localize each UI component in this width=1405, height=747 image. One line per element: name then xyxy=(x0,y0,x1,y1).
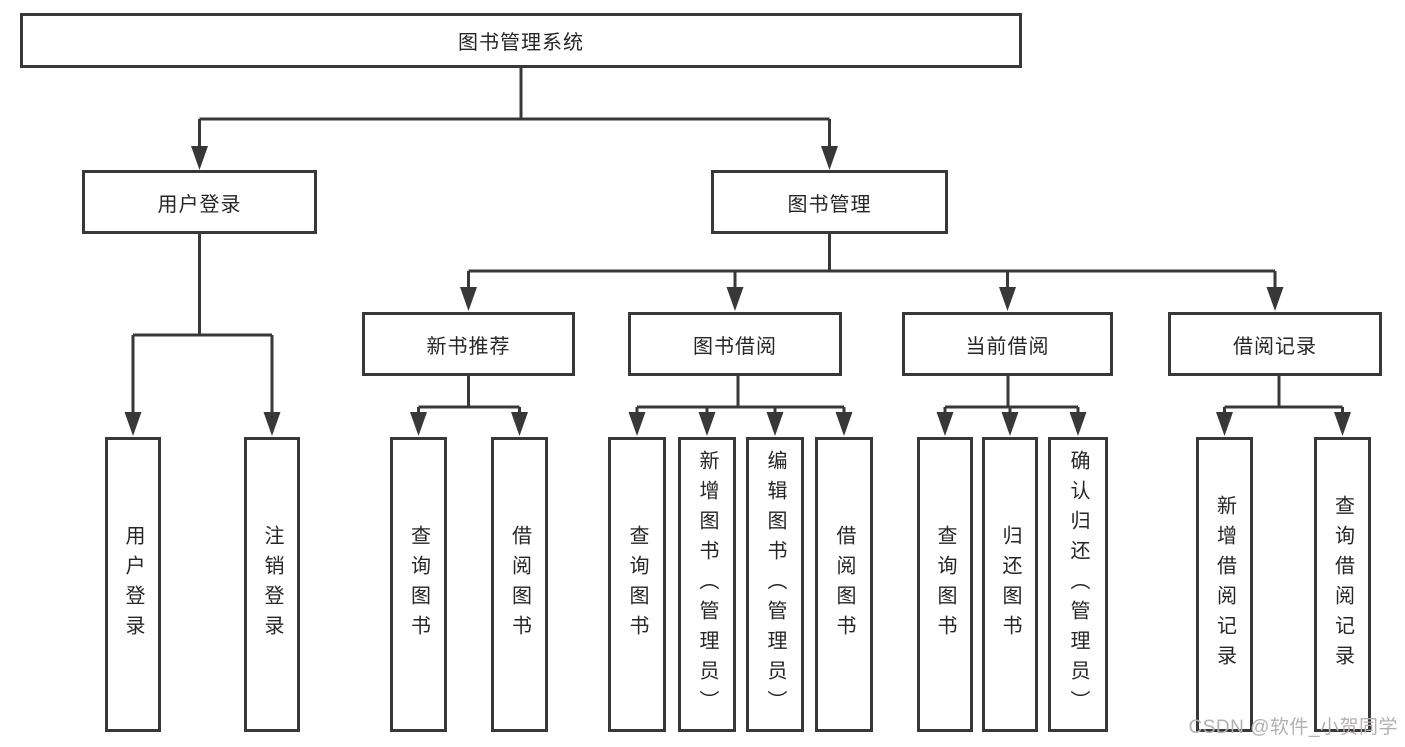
leaf-current-query-books: 查询图书 xyxy=(917,437,973,732)
leaf-borrowing-edit-books-admin: 编辑图书（管理员） xyxy=(746,437,804,732)
leaf-current-confirm-return-admin-label: 确认归还（管理员） xyxy=(1067,449,1089,720)
leaf-borrowing-query-books-label: 查询图书 xyxy=(626,524,648,645)
node-user-login: 用户登录 xyxy=(82,170,317,234)
leaf-current-query-books-label: 查询图书 xyxy=(934,524,956,645)
leaf-records-query-record: 查询借阅记录 xyxy=(1314,437,1371,732)
leaf-borrowing-borrow-books: 借阅图书 xyxy=(815,437,873,732)
node-current-borrowing-label: 当前借阅 xyxy=(965,335,1050,358)
csdn-watermark: CSDN @软件_小贺同学 xyxy=(1188,717,1398,738)
node-book-borrowing: 图书借阅 xyxy=(628,312,842,376)
leaf-recommend-borrow-books: 借阅图书 xyxy=(491,437,548,732)
leaf-user-login: 用户登录 xyxy=(105,437,161,732)
leaf-user-login-label: 用户登录 xyxy=(122,524,144,645)
node-book-management: 图书管理 xyxy=(711,170,948,234)
leaf-records-add-record-label: 新增借阅记录 xyxy=(1213,494,1236,675)
node-book-borrowing-label: 图书借阅 xyxy=(693,335,777,358)
leaf-current-return-books-label: 归还图书 xyxy=(999,524,1021,645)
leaf-borrowing-add-books-admin: 新增图书（管理员） xyxy=(678,437,736,732)
node-root-system: 图书管理系统 xyxy=(20,13,1022,68)
leaf-recommend-query-books: 查询图书 xyxy=(390,437,447,732)
leaf-current-confirm-return-admin: 确认归还（管理员） xyxy=(1048,437,1108,732)
leaf-borrowing-add-books-admin-label: 新增图书（管理员） xyxy=(696,449,718,720)
leaf-borrowing-borrow-books-label: 借阅图书 xyxy=(833,524,855,645)
leaf-borrowing-query-books: 查询图书 xyxy=(608,437,666,732)
leaf-records-query-record-label: 查询借阅记录 xyxy=(1331,494,1354,675)
node-borrowing-records-label: 借阅记录 xyxy=(1233,335,1317,358)
node-root-system-label: 图书管理系统 xyxy=(458,32,584,54)
leaf-logout: 注销登录 xyxy=(244,437,300,732)
leaf-recommend-borrow-books-label: 借阅图书 xyxy=(508,524,531,645)
node-book-management-label: 图书管理 xyxy=(787,193,872,216)
leaf-borrowing-edit-books-admin-label: 编辑图书（管理员） xyxy=(764,449,786,720)
leaf-logout-label: 注销登录 xyxy=(261,524,283,645)
node-user-login-label: 用户登录 xyxy=(157,193,242,216)
node-new-book-recommend: 新书推荐 xyxy=(362,312,575,376)
leaf-current-return-books: 归还图书 xyxy=(982,437,1038,732)
node-current-borrowing: 当前借阅 xyxy=(902,312,1113,376)
node-borrowing-records: 借阅记录 xyxy=(1168,312,1382,376)
leaf-recommend-query-books-label: 查询图书 xyxy=(407,524,430,645)
node-new-book-recommend-label: 新书推荐 xyxy=(426,335,511,358)
leaf-records-add-record: 新增借阅记录 xyxy=(1196,437,1253,732)
